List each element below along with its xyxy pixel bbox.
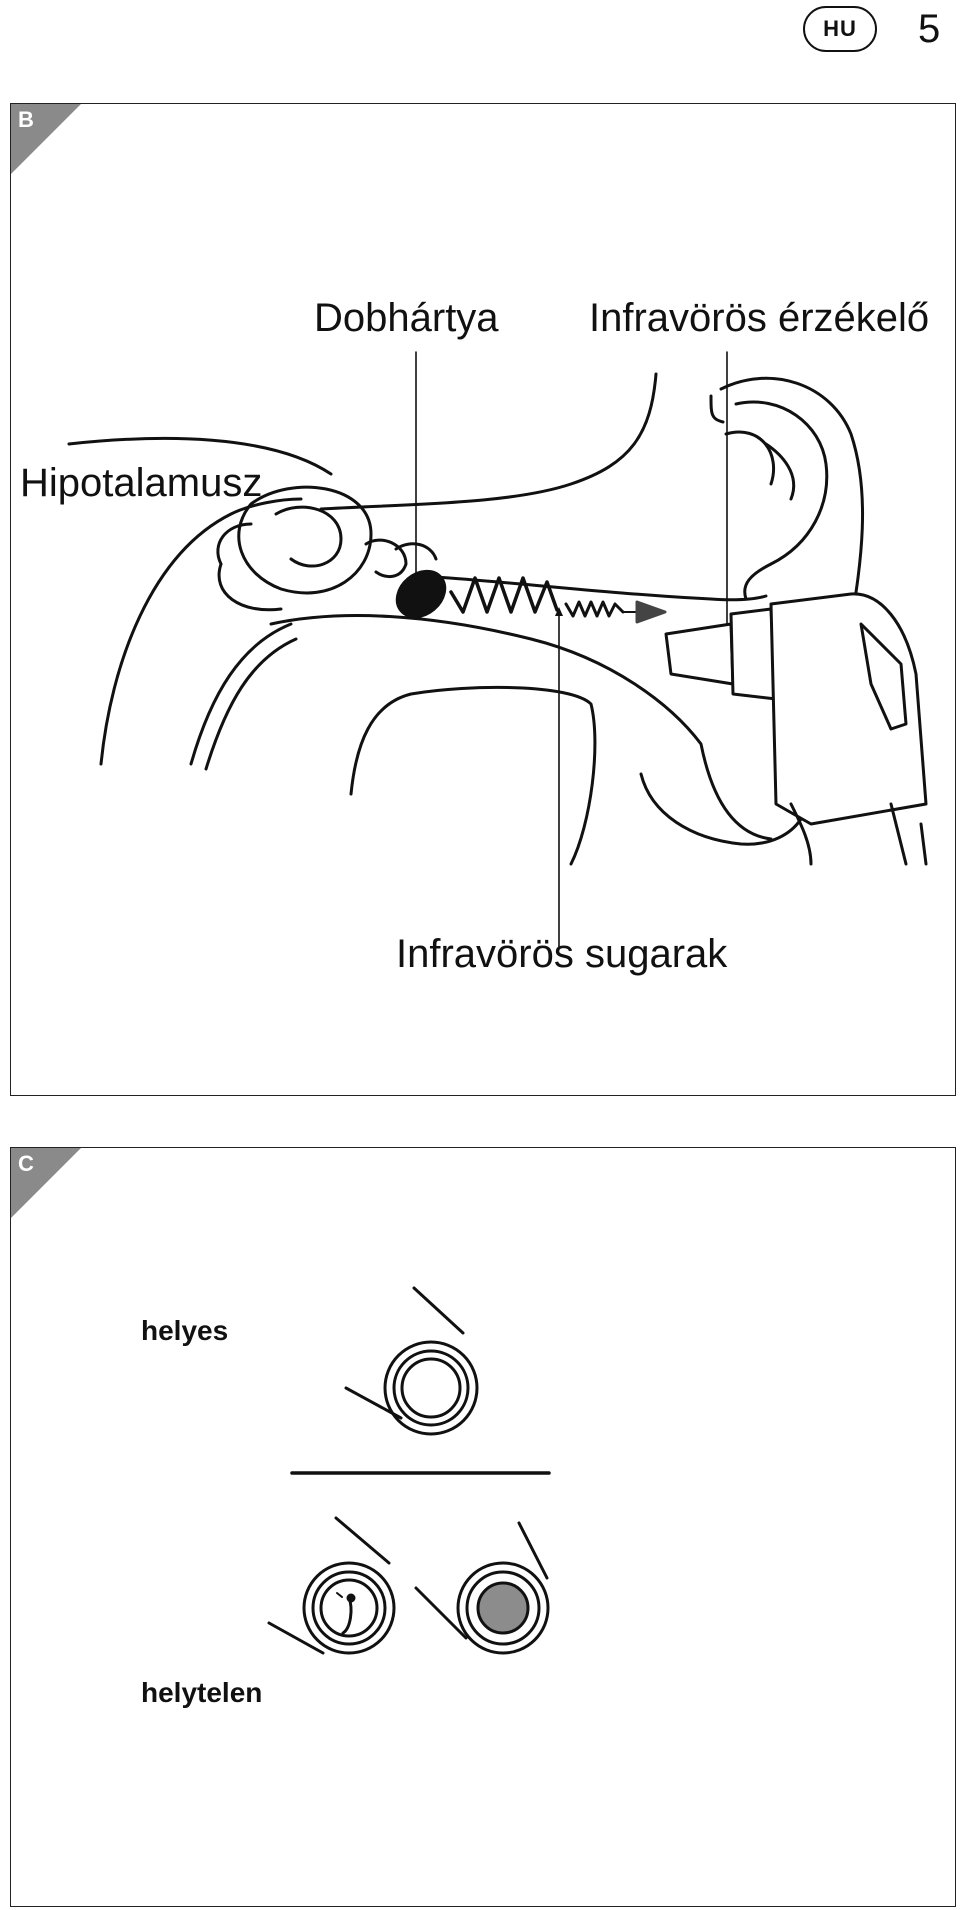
figure-b-panel: B [10,103,956,1096]
dirty-lens-icon [267,1516,396,1655]
damaged-lens-icon [414,1521,550,1655]
figure-c-panel: C helyes [10,1147,956,1907]
figure-c-corner-tab [11,1148,81,1218]
ear-canal-diagram [67,351,928,950]
infrared-rays-label: Infravörös sugarak [396,932,728,976]
hypothalamus-label: Hipotalamusz [20,461,263,505]
correct-label: helyes [141,1315,229,1346]
figure-c-label: C [18,1151,34,1176]
infrared-sensor-label: Infravörös érzékelő [589,296,930,340]
eardrum-label: Dobhártya [314,296,499,340]
correct-lens-icon [344,1286,479,1436]
incorrect-label: helytelen [141,1677,263,1708]
figure-b-corner-tab [11,104,81,174]
language-code: HU [823,16,857,41]
probe-lens-comparison [267,1286,551,1655]
page-number: 5 [918,7,941,51]
language-badge: HU [803,6,877,52]
figure-b-label: B [18,107,34,132]
